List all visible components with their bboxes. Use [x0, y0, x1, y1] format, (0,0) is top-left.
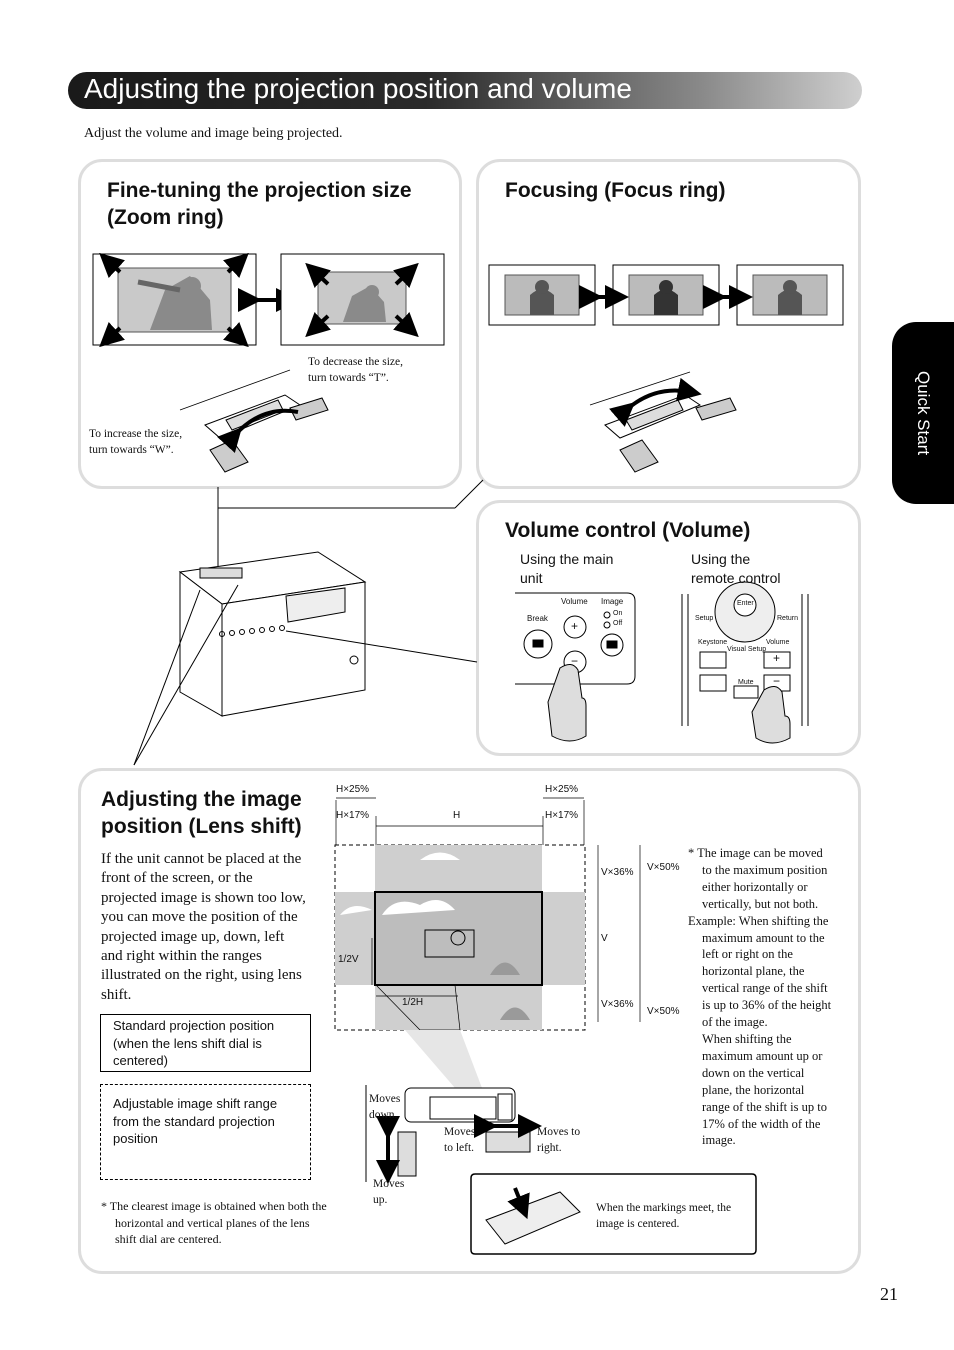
- label-h25-left: H×25%: [336, 784, 369, 795]
- unit-off-label: Off: [613, 620, 622, 627]
- remote-visual-setup-label: Visual Setup: [727, 646, 766, 653]
- label-v50-top: V×50%: [647, 862, 680, 873]
- label-h: H: [453, 810, 460, 821]
- focus-ring-illustration: [590, 372, 736, 472]
- label-half-h: 1/2H: [402, 997, 423, 1008]
- remote-setup-label: Setup: [695, 615, 713, 622]
- label-v50-bottom: V×50%: [647, 1006, 680, 1017]
- label-h17-right: H×17%: [545, 810, 578, 821]
- zoom-increase-line2: turn towards “W”.: [89, 442, 174, 458]
- projector-illustration: [134, 480, 483, 765]
- focus-title: Focusing (Focus ring): [505, 177, 726, 204]
- label-v: V: [601, 933, 608, 944]
- label-h17-left: H×17%: [336, 810, 369, 821]
- zoom-decrease-line1: To decrease the size,: [308, 354, 403, 370]
- zoom-title-line1: Fine-tuning the projection size: [107, 177, 412, 204]
- lens-shift-footnote: * The clearest image is obtained when bo…: [101, 1198, 327, 1248]
- legend-standard-position: Standard projection position (when the l…: [100, 1014, 311, 1072]
- label-v36-top: V×36%: [601, 867, 634, 878]
- page-number: 21: [880, 1284, 898, 1305]
- legend-shift-range: Adjustable image shift range from the st…: [100, 1084, 311, 1180]
- remote-plus-button[interactable]: +: [773, 651, 780, 665]
- lens-shift-note: * The image can be moved to the maximum …: [688, 845, 831, 1149]
- label-half-v: 1/2V: [338, 954, 359, 965]
- focus-images: [489, 265, 843, 325]
- remote-keystone-label: Keystone: [698, 639, 727, 646]
- unit-minus-button[interactable]: −: [571, 654, 578, 668]
- zoom-ring-illustration: [180, 370, 328, 472]
- remote-volume-label: Volume: [766, 639, 789, 646]
- unit-plus-button[interactable]: +: [571, 619, 578, 633]
- remote-minus-button[interactable]: −: [773, 674, 780, 688]
- label-h25-right: H×25%: [545, 784, 578, 795]
- main-unit-label-line1: Using the main: [520, 550, 613, 569]
- remote-enter-label[interactable]: Enter: [737, 600, 754, 607]
- unit-image-label: Image: [601, 597, 623, 606]
- zoom-decrease-line2: turn towards “T”.: [308, 370, 389, 386]
- zoom-increase-line1: To increase the size,: [89, 426, 182, 442]
- remote-mute-label: Mute: [738, 679, 754, 686]
- lens-shift-title-line1: Adjusting the image: [101, 786, 302, 813]
- main-unit-label-line2: unit: [520, 569, 543, 588]
- zoom-large-image: [93, 254, 256, 345]
- remote-label-line1: Using the: [691, 550, 750, 569]
- lens-shift-diagram: [335, 798, 640, 1088]
- zoom-small-image: [281, 254, 444, 345]
- label-v36-bottom: V×36%: [601, 999, 634, 1010]
- unit-volume-label: Volume: [561, 597, 588, 606]
- remote-return-label: Return: [777, 615, 798, 622]
- lens-shift-title-line2: position (Lens shift): [101, 813, 302, 840]
- unit-on-label: On: [613, 610, 622, 617]
- zoom-title-line2: (Zoom ring): [107, 204, 224, 231]
- unit-break-label: Break: [527, 614, 548, 623]
- volume-title: Volume control (Volume): [505, 517, 750, 544]
- remote-label-line2: remote control: [691, 569, 780, 588]
